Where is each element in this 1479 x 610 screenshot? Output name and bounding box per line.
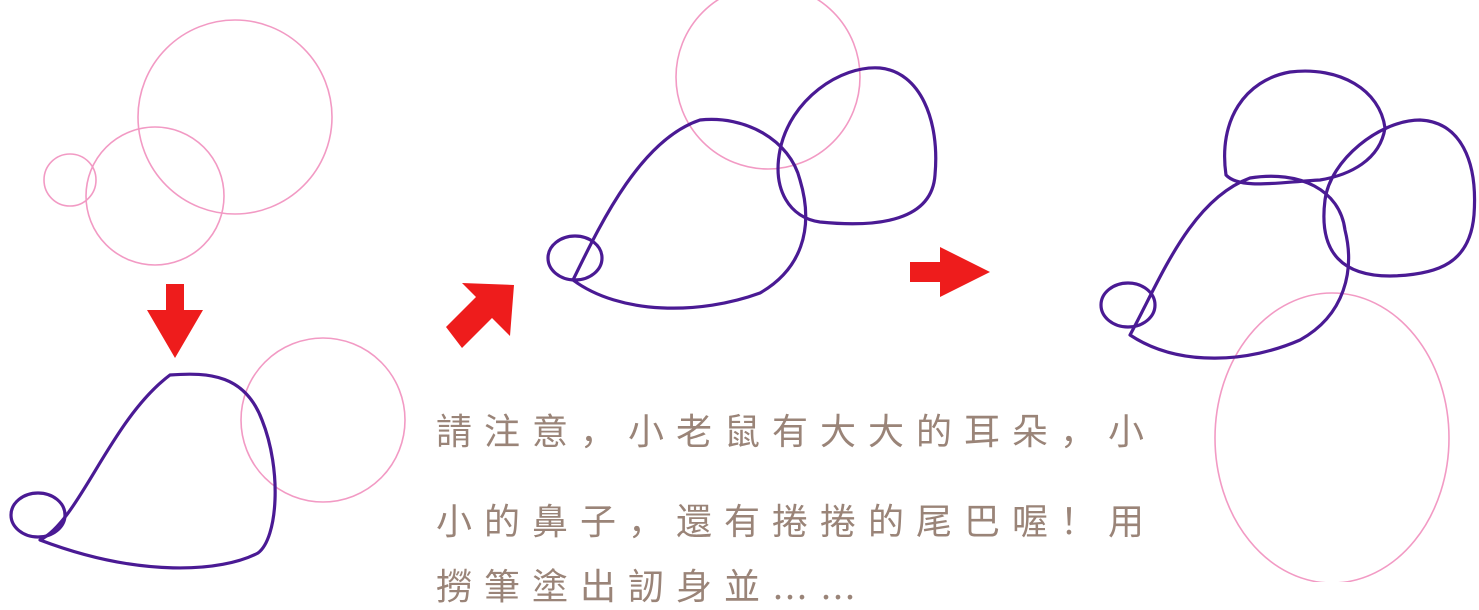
arrow-up-right-icon bbox=[446, 283, 514, 348]
guide-circle-large bbox=[137, 19, 333, 215]
guide-circle-ear bbox=[240, 337, 406, 503]
step-4-head-with-ears bbox=[1099, 69, 1477, 582]
nose-outline-step4 bbox=[1099, 281, 1157, 329]
instruction-line-1: 請注意，小老鼠有大大的耳朵，小 bbox=[436, 412, 1157, 453]
nose-outline-step3 bbox=[546, 234, 604, 282]
head-outline-step3 bbox=[571, 117, 808, 310]
guide-circle-small bbox=[43, 153, 97, 207]
step-3-head-with-ear bbox=[546, 0, 938, 310]
guide-circle-second-ear bbox=[675, 0, 861, 170]
arrow-right-icon bbox=[910, 247, 990, 297]
step-1-guide-circles bbox=[43, 19, 333, 266]
instruction-line-2: 小的鼻子，還有捲捲的尾巴喔！用 bbox=[436, 502, 1157, 543]
nose-outline bbox=[9, 491, 67, 539]
head-outline bbox=[38, 372, 277, 570]
step-2-head-drawing bbox=[9, 337, 406, 570]
arrow-down-icon bbox=[147, 284, 203, 358]
head-outline-step4 bbox=[1128, 174, 1351, 360]
mouse-drawing-tutorial bbox=[9, 0, 1477, 582]
guide-circle-medium bbox=[85, 126, 225, 266]
right-ear-outline bbox=[1322, 118, 1477, 278]
ear-outline bbox=[776, 66, 938, 226]
instruction-line-3: 撈筆塗出訒身並…… bbox=[436, 567, 869, 608]
left-ear-outline bbox=[1223, 69, 1387, 186]
guide-ellipse-body bbox=[1214, 292, 1450, 582]
